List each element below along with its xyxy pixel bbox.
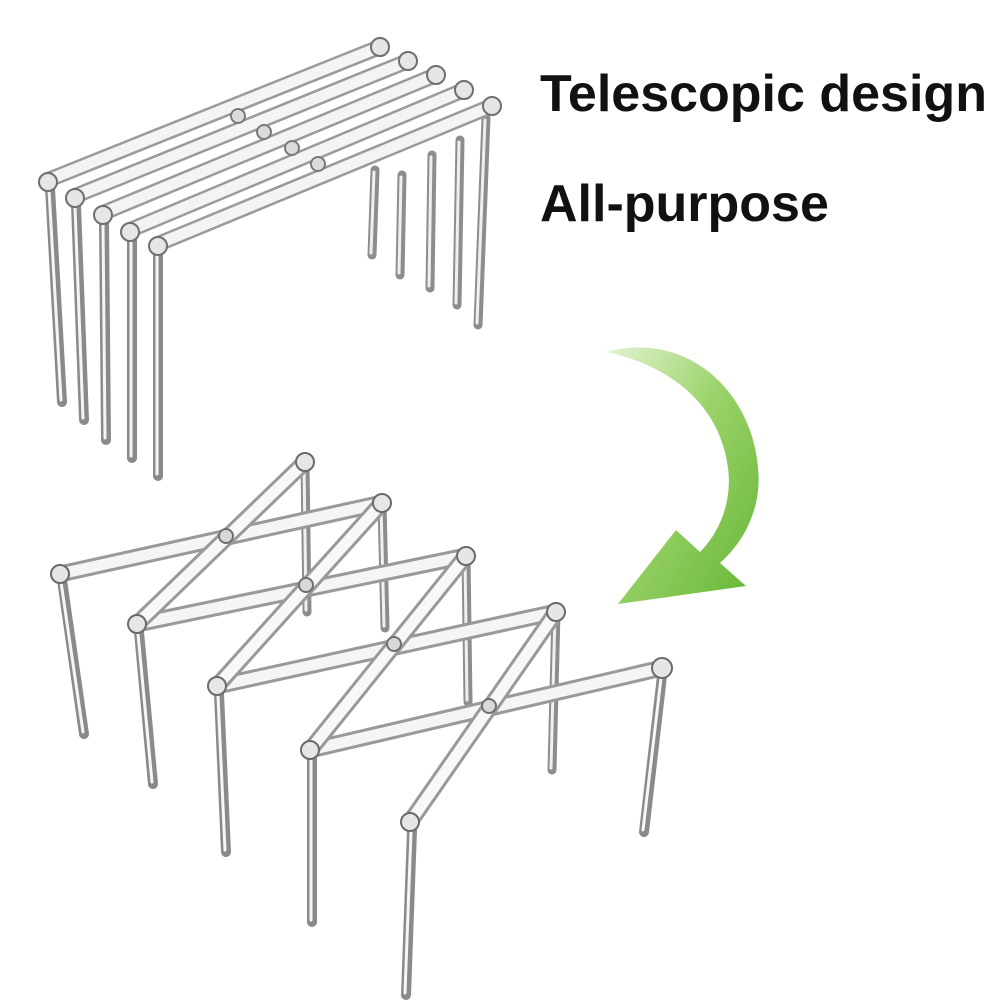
rack-collapsed-end-caps — [38, 37, 502, 256]
rack-expanded-end-caps — [50, 452, 673, 832]
curved-arrow-icon — [606, 347, 759, 604]
headline-all-purpose: All-purpose — [540, 175, 829, 233]
rack-collapsed-pivots — [230, 108, 326, 172]
rack-expanded-pivots — [218, 528, 497, 714]
rack-collapsed — [38, 37, 502, 481]
rack-collapsed-bars — [40, 39, 500, 252]
rack-expanded-front-legs — [57, 575, 667, 1000]
headline-telescopic-design: Telescopic design — [540, 65, 987, 123]
rack-expanded-bars — [51, 453, 671, 831]
rack-expanded — [50, 452, 673, 1000]
